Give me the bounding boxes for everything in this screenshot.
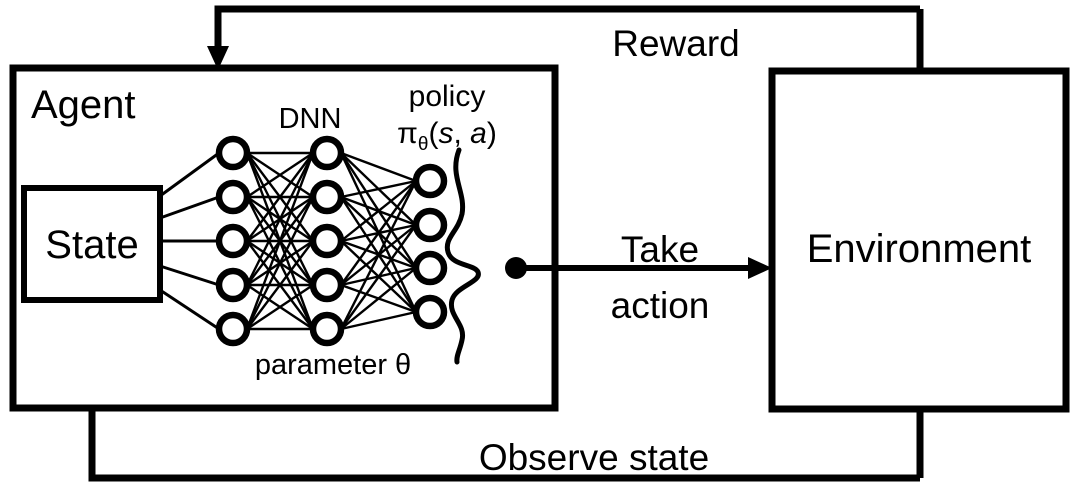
neuron-l1-4 (215, 267, 251, 303)
layer1-to-layer2-connections (245, 151, 315, 331)
take-action-label-line1: Take (621, 229, 699, 270)
take-action-label-line2: action (611, 285, 710, 326)
state-to-layer1-connections (159, 151, 220, 331)
policy-paren-open: ( (428, 117, 438, 150)
policy-paren-close: ) (487, 117, 497, 150)
dnn-label: DNN (279, 103, 342, 135)
policy-formula: πθ(s, a) (397, 117, 497, 155)
neuron-out-4 (412, 294, 448, 330)
neuron-l2-4 (309, 267, 345, 303)
neuron-l2-2 (309, 179, 345, 215)
policy-distribution-curve (444, 147, 481, 365)
neuron-l1-5 (215, 311, 251, 347)
policy-theta-subscript: θ (418, 134, 429, 155)
neuron-out-2 (412, 207, 448, 243)
neuron-l2-5 (309, 311, 345, 347)
reward-edge (207, 5, 920, 70)
neuron-out-1 (412, 163, 448, 199)
neuron-l1-3 (215, 223, 251, 259)
neuron-l2-1 (309, 135, 345, 171)
agent-label: Agent (31, 83, 136, 127)
neuron-l2-3 (309, 223, 345, 259)
network-nodes (215, 135, 448, 347)
neuron-out-3 (412, 250, 448, 286)
policy-pi-symbol: π (397, 117, 418, 150)
state-box (21, 185, 163, 303)
policy-label-line1: policy (409, 80, 486, 113)
take-action-edge (505, 257, 772, 279)
layer2-to-output-connections (339, 151, 418, 331)
take-action-arrowhead (748, 257, 772, 279)
neuron-l1-1 (215, 135, 251, 171)
policy-arg-separator: , (453, 117, 470, 150)
reward-label: Reward (612, 23, 740, 64)
parameter-label: parameter θ (255, 349, 411, 381)
neuron-l1-2 (215, 179, 251, 215)
environment-box (768, 67, 1070, 413)
reward-arrowhead (207, 46, 229, 70)
state-label: State (45, 223, 138, 267)
observe-state-label: Observe state (479, 437, 709, 478)
environment-label: Environment (807, 227, 1032, 271)
policy-arg-action: a (470, 117, 487, 150)
policy-arg-state: s (438, 117, 453, 150)
